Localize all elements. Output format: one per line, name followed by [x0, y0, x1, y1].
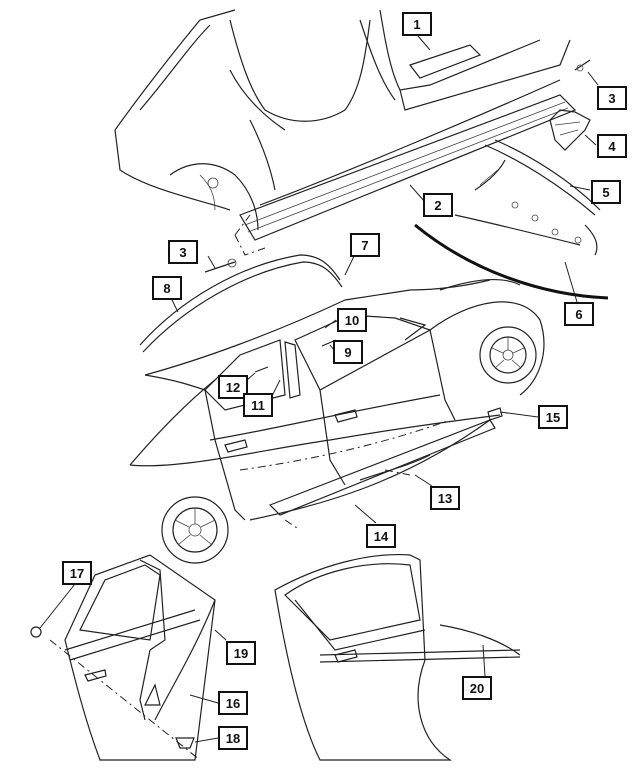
callout-6[interactable]: 6 [564, 302, 594, 326]
callout-3-top[interactable]: 3 [597, 86, 627, 110]
callout-16[interactable]: 16 [218, 691, 248, 715]
car-illustration [129, 254, 545, 564]
fasteners [204, 59, 591, 273]
callout-2[interactable]: 2 [423, 193, 453, 217]
callout-7[interactable]: 7 [350, 233, 380, 257]
body-side-illustration [114, 9, 577, 256]
callout-9[interactable]: 9 [333, 340, 363, 364]
callout-5[interactable]: 5 [591, 180, 621, 204]
callout-20[interactable]: 20 [462, 676, 492, 700]
rocker-moulding-detail [414, 139, 609, 300]
callout-14[interactable]: 14 [366, 524, 396, 548]
rear-door-illustration [30, 554, 216, 761]
callout-8[interactable]: 8 [152, 276, 182, 300]
front-door-illustration [274, 553, 521, 761]
callout-1[interactable]: 1 [402, 12, 432, 36]
leader-lines [39, 35, 599, 743]
callout-17[interactable]: 17 [62, 561, 92, 585]
callout-19[interactable]: 19 [226, 641, 256, 665]
callout-11[interactable]: 11 [243, 393, 273, 417]
callout-12[interactable]: 12 [218, 375, 248, 399]
callout-15[interactable]: 15 [538, 405, 568, 429]
callout-13[interactable]: 13 [430, 486, 460, 510]
callout-10[interactable]: 10 [337, 308, 367, 332]
callout-18[interactable]: 18 [218, 726, 248, 750]
callout-4[interactable]: 4 [597, 134, 627, 158]
callout-3-left[interactable]: 3 [168, 240, 198, 264]
clip-part [549, 109, 591, 151]
